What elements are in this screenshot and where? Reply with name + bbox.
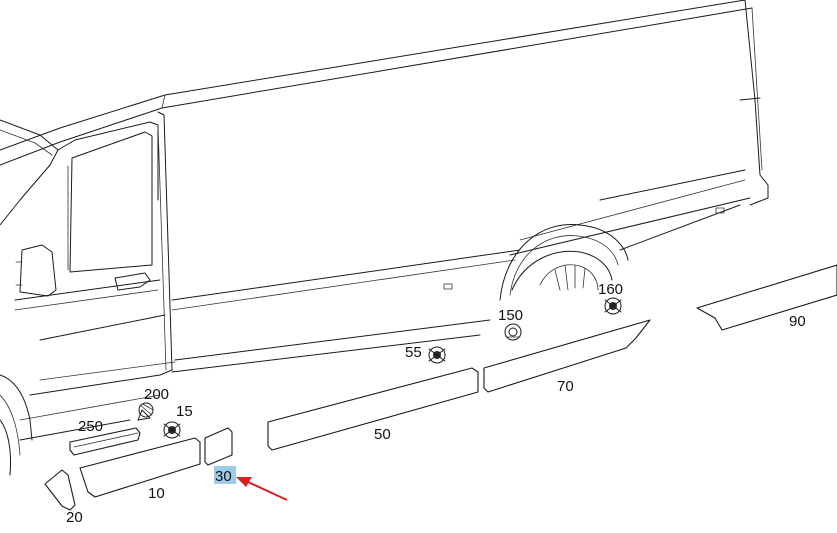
label-70[interactable]: 70 — [557, 378, 574, 395]
label-10[interactable]: 10 — [148, 485, 165, 502]
label-150[interactable]: 150 — [498, 307, 523, 324]
clip-150 — [504, 323, 522, 341]
label-250[interactable]: 250 — [78, 418, 103, 435]
screw-200 — [137, 402, 154, 421]
highlight-30 — [214, 466, 236, 484]
emblem-strip-250 — [69, 427, 141, 456]
label-160[interactable]: 160 — [598, 281, 623, 298]
clip-160 — [604, 297, 622, 315]
van-outline — [0, 0, 769, 476]
pointer-arrow — [236, 477, 288, 501]
trim-strip-50 — [267, 367, 479, 451]
label-20[interactable]: 20 — [66, 509, 83, 526]
label-15[interactable]: 15 — [176, 403, 193, 420]
trim-piece-30 — [204, 427, 233, 466]
clip-55 — [428, 346, 446, 364]
label-30[interactable]: 30 — [215, 468, 232, 485]
trim-strip-90 — [696, 264, 837, 331]
end-cap-20 — [44, 469, 76, 511]
label-50[interactable]: 50 — [374, 426, 391, 443]
label-200[interactable]: 200 — [144, 386, 169, 403]
trim-strip-70 — [483, 319, 651, 393]
label-90[interactable]: 90 — [789, 313, 806, 330]
clip-15 — [163, 421, 181, 439]
label-55[interactable]: 55 — [405, 344, 422, 361]
trim-strip-10 — [79, 437, 201, 498]
